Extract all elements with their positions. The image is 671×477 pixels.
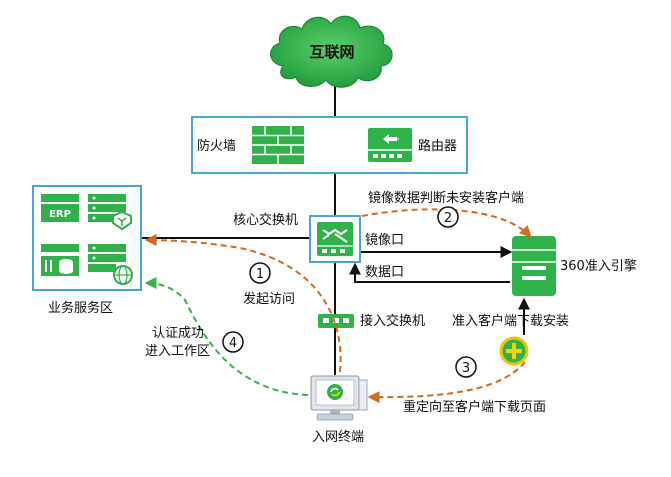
server-shield-icon <box>88 194 132 231</box>
engine-server-icon <box>512 236 556 296</box>
step4-label-line2: 进入工作区 <box>145 344 210 359</box>
step1-label: 发起访问 <box>243 291 295 307</box>
step4-label-line1: 认证成功 <box>152 326 204 341</box>
link-engine-core-data <box>349 262 510 283</box>
router-icon <box>368 128 412 162</box>
access-switch-label: 接入交换机 <box>360 313 425 329</box>
access-switch: 接入交换机 <box>318 313 425 329</box>
switch-icon <box>317 222 353 256</box>
step3-number: 3 <box>462 361 470 376</box>
orange-flows <box>144 208 532 404</box>
step4-badge <box>222 331 244 353</box>
step2-number: 2 <box>444 211 452 226</box>
step1-badge <box>249 262 271 284</box>
firewall-label: 防火墙 <box>197 138 236 154</box>
mirror-port-label: 镜像口 <box>365 233 404 248</box>
step4-number: 4 <box>229 336 237 351</box>
terminal-label: 入网终端 <box>312 429 364 445</box>
internet-cloud: 互联网 <box>270 15 393 88</box>
client-install-icon <box>499 336 529 366</box>
step1: 1 发起访问 <box>243 262 295 307</box>
step4: 4 认证成功 进入工作区 <box>145 326 244 359</box>
business-zone-label: 业务服务区 <box>48 300 113 316</box>
flow-step1-path <box>144 234 342 373</box>
step2: 2 镜像数据判断未安装客户端 <box>368 190 524 228</box>
core-switch: 核心交换机 <box>233 212 361 263</box>
step3-badge <box>455 356 477 378</box>
web-server-globe-icon <box>88 244 133 285</box>
cloud-label: 互联网 <box>309 43 354 61</box>
step3-label: 重定向至客户端下载页面 <box>403 399 546 415</box>
step2-label: 镜像数据判断未安装客户端 <box>368 190 524 206</box>
step2-badge <box>437 206 459 228</box>
admission-engine: 360准入引擎 <box>512 236 637 296</box>
network-links <box>141 82 513 375</box>
step1-number: 1 <box>256 267 264 282</box>
computer-icon <box>310 375 368 421</box>
data-port-label: 数据口 <box>365 265 404 280</box>
business-zone: ERP <box>32 185 142 316</box>
core-switch-label: 核心交换机 <box>233 212 298 228</box>
flow-step4-path <box>144 277 309 396</box>
erp-label: ERP <box>49 209 71 220</box>
step3: 3 重定向至客户端下载页面 <box>403 356 546 415</box>
terminal: 入网终端 <box>310 375 368 445</box>
engine-label: 360准入引擎 <box>560 259 637 274</box>
edge-box: 防火墙 路由器 <box>191 116 468 174</box>
flow-step3-path <box>367 361 526 404</box>
router-label: 路由器 <box>418 138 457 154</box>
erp-server-icon: ERP <box>41 194 79 222</box>
install-note: 准入客户端下载安装 <box>452 313 569 329</box>
firewall-icon <box>252 126 304 164</box>
database-server-icon <box>41 244 79 276</box>
flow-step2-path <box>361 208 532 238</box>
